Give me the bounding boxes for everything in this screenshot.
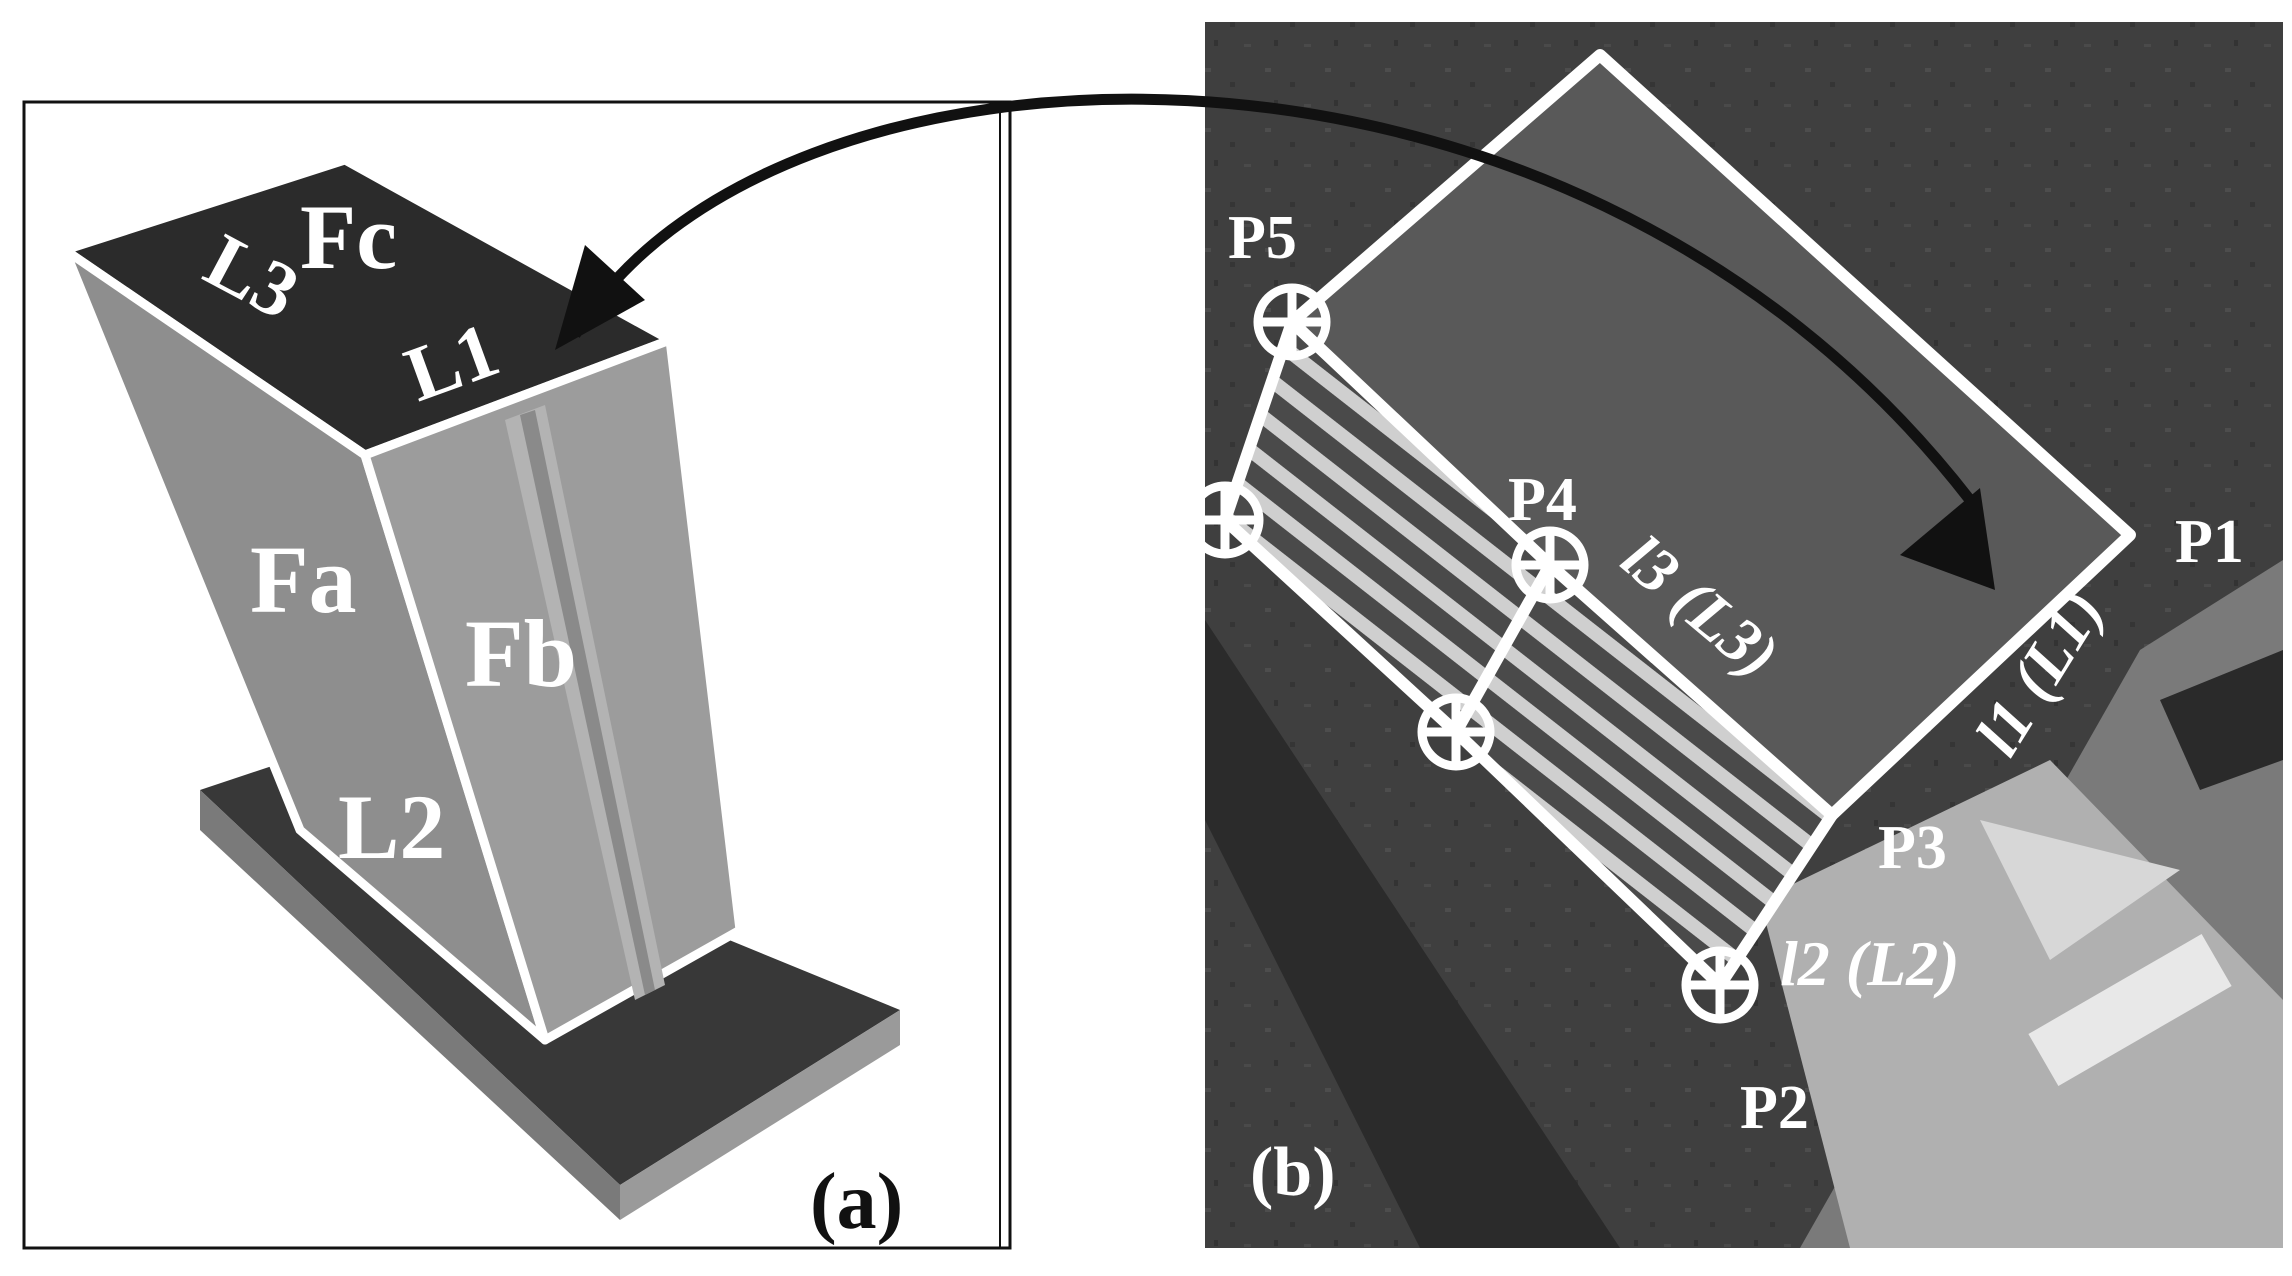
correspondence-arrow (555, 93, 1995, 590)
panel-b: P5 P4 P1 P3 P2 l3 (L3) l1 (L1) l2 (L2) (… (1186, 22, 2283, 1248)
facade-stripes-left (1225, 322, 1550, 732)
line-l2-label: l2 (L2) (1780, 928, 1960, 999)
marker-p2 (1681, 946, 1759, 1024)
arrowhead-right-icon (1900, 488, 1995, 590)
point-p1-label: P1 (2175, 508, 2244, 576)
panel-b-caption: (b) (1250, 1134, 1336, 1211)
marker-p4 (1511, 526, 1589, 604)
roof-area (1292, 55, 2130, 815)
point-p4-label: P4 (1508, 466, 1577, 534)
point-p3-label: P3 (1878, 814, 1947, 882)
face-top-label: Fc (300, 186, 397, 288)
arrowhead-left-icon (555, 245, 645, 350)
point-p5-label: P5 (1228, 204, 1297, 272)
face-right-label: Fb (465, 600, 577, 707)
edge-l2-label: L2 (338, 776, 445, 878)
facade-stripes-right (1456, 565, 1832, 985)
building-outline (1287, 49, 2136, 821)
panel-a-caption: (a) (810, 1158, 903, 1246)
panel-a: Fc L3 L1 Fa Fb L2 (a) (22, 100, 1012, 1250)
face-right (360, 335, 745, 1045)
marker-left (1186, 481, 1264, 559)
marker-p5 (1253, 283, 1331, 361)
point-p2-label: P2 (1740, 1074, 1809, 1142)
face-left-label: Fa (250, 526, 357, 633)
marker-mid (1417, 693, 1495, 771)
